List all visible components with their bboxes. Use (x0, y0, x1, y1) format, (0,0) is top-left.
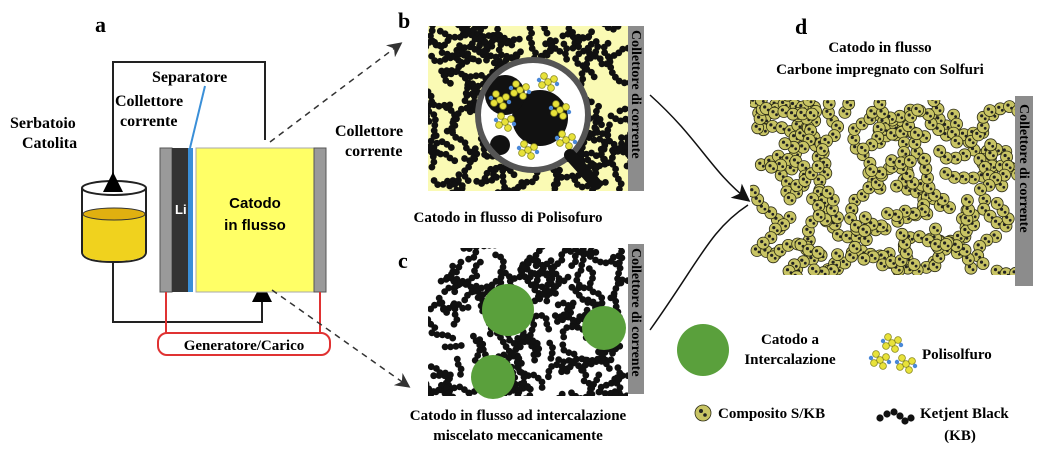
tank-label-line1: Serbatoio (10, 115, 76, 132)
legend-intercalation-line1: Catodo a (761, 332, 819, 348)
collector-left-line1: Collettore (115, 93, 183, 110)
curve-arrow-c-to-d (649, 204, 749, 331)
dashed-arrow-to-b (269, 42, 403, 143)
panel-d-composite-network (750, 100, 1015, 275)
cathode-label-line2: in flusso (224, 217, 286, 234)
panel-c-carbon-network (428, 248, 628, 396)
load-circuit: Generatore/Carico (157, 292, 331, 356)
legend-ketjen-swatch (876, 408, 915, 425)
panel-c-collector-label: Collettore di corrente (628, 248, 643, 377)
panel-c-collector (628, 244, 644, 394)
legend-intercalation-swatch (677, 324, 729, 376)
legend-ketjen-line2: (KB) (944, 428, 976, 444)
panel-letter-a: a (95, 12, 106, 37)
collector-right-line2: corrente (345, 143, 402, 160)
panel-d-title-line2: Carbone impregnato con Solfuri (776, 62, 984, 78)
lithium-label: Li (175, 202, 187, 217)
panel-c-caption-line1: Catodo in flusso ad intercalazione (410, 408, 627, 424)
load-label: Generatore/Carico (184, 338, 305, 354)
panel-c-caption-line2: miscelato meccanicamente (433, 428, 603, 444)
legend-polysulfide-label: Polisolfuro (922, 347, 992, 363)
panel-letter-b: b (398, 8, 410, 33)
collector-left-line2: corrente (120, 113, 177, 130)
panel-letter-d: d (795, 14, 807, 39)
panel-b-collector (628, 26, 644, 191)
separator-label: Separatore (152, 69, 227, 86)
panel-b-collector-label: Collettore di corrente (628, 30, 643, 159)
panel-d-collector (1015, 96, 1033, 286)
legend-intercalation-line2: Intercalazione (744, 352, 836, 368)
intercalation-particles (471, 284, 626, 399)
panel-b-caption: Catodo in flusso di Polisofuro (414, 210, 603, 226)
magnifier (475, 57, 602, 190)
tank-label-line2: Catolita (22, 135, 77, 152)
legend: Catodo a Intercalazione Polisolfuro Comp… (677, 324, 1009, 444)
catholyte-tank (81, 180, 147, 264)
dashed-arrow-to-c (271, 289, 411, 388)
flow-lines (103, 61, 272, 323)
legend-ketjen-line1: Ketjent Black (920, 406, 1009, 422)
legend-composite-swatch (694, 404, 712, 422)
collector-right-line1: Collettore (335, 123, 403, 140)
legend-composite-label: Composito S/KB (718, 406, 825, 422)
flow-cell: Li Catodo in flusso (159, 147, 327, 293)
legend-polysulfide-swatch (868, 333, 918, 374)
panel-d-collector-label: Collettore di corrente (1016, 104, 1031, 233)
curve-arrow-b-to-d (649, 94, 751, 202)
cathode-label-line1: Catodo (229, 195, 281, 212)
panel-letter-c: c (398, 248, 408, 273)
panel-d-title-line1: Catodo in flusso (828, 40, 931, 56)
